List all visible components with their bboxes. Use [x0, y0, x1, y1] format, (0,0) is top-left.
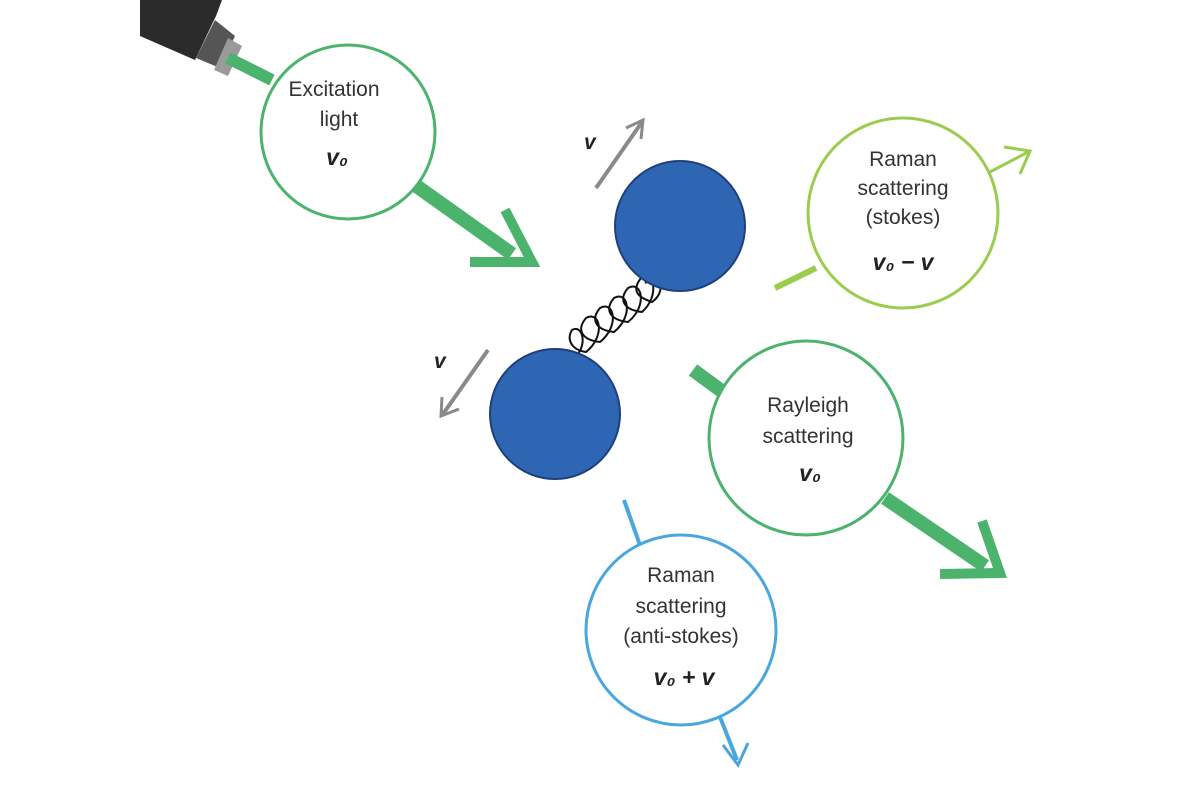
antistokes-line1: Raman [647, 564, 715, 587]
rayleigh-beam [688, 364, 1007, 579]
antistokes-line3: (anti-stokes) [623, 625, 739, 648]
excitation-symbol: v₀ [326, 144, 348, 170]
raman-stokes-label: Raman scattering (stokes) v₀ − v [806, 116, 1000, 310]
excitation-beam [225, 52, 541, 267]
rayleigh-line2: scattering [762, 425, 853, 448]
stokes-beam [773, 145, 1033, 291]
laser-source [140, 0, 242, 76]
stokes-symbol: v₀ − v [873, 249, 935, 275]
excitation-line1: Excitation [288, 78, 379, 101]
velocity-label-lower: v [434, 350, 447, 373]
velocity-arrow-upper [594, 117, 645, 190]
stokes-line3: (stokes) [866, 206, 941, 229]
velocity-arrow-lower [439, 348, 490, 419]
rayleigh-scattering-label: Rayleigh scattering v₀ [707, 339, 905, 537]
atom-upper [614, 160, 746, 292]
antistokes-symbol: v₀ + v [654, 664, 716, 690]
rayleigh-symbol: v₀ [799, 460, 821, 486]
stokes-line2: scattering [857, 177, 948, 200]
antistokes-beam [622, 499, 750, 768]
excitation-line2: light [320, 108, 359, 131]
spring-bond [568, 275, 662, 357]
atom-lower [489, 348, 621, 480]
stokes-line1: Raman [869, 148, 937, 171]
raman-antistokes-label: Raman scattering (anti-stokes) v₀ + v [584, 533, 778, 727]
antistokes-line2: scattering [635, 595, 726, 618]
velocity-label-upper: v [584, 131, 597, 154]
excitation-light-label: Excitation light v₀ [259, 43, 437, 221]
rayleigh-line1: Rayleigh [767, 394, 849, 417]
